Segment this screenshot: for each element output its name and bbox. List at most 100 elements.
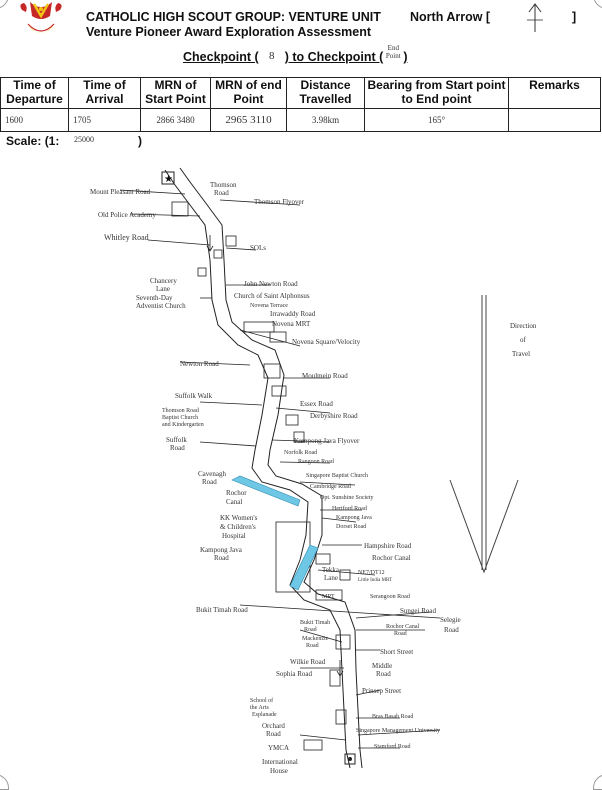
label-international-house-1: International	[262, 758, 298, 766]
checkpoint-end-line1: End	[387, 44, 399, 52]
label-singapore-baptist: Singapore Baptist Church	[306, 473, 368, 479]
label-school-of-arts-3: Esplanade	[252, 712, 277, 718]
label-novena-square: Novena Square/Velocity	[292, 338, 361, 346]
label-middle-road-2: Road	[376, 670, 391, 678]
label-rochor-canal-left-1: Rochor	[226, 489, 247, 497]
label-newton-road: Newton Road	[180, 360, 219, 368]
cell-remarks	[508, 108, 601, 132]
label-kampong-java-flyover: Kampong Java Flyover	[294, 437, 360, 445]
label-moulmein-road: Moulmein Road	[302, 372, 348, 380]
rochor-canal-lower	[289, 544, 319, 591]
start-star-icon: ★	[164, 174, 173, 185]
label-kk-hospital-1: KK Women's	[220, 514, 258, 522]
label-short-street: Short Street	[380, 648, 413, 656]
label-kampong-java-road-1: Kampong Java	[200, 546, 243, 554]
exploration-log-table: Time of Departure Time of Arrival MRN of…	[0, 77, 601, 132]
cell-bearing: 165°	[364, 108, 509, 132]
header-time-arrival: Time of Arrival	[68, 77, 141, 109]
side-roads	[119, 189, 441, 749]
label-suffolk-road-1: Suffolk	[166, 436, 187, 444]
header-mrn-start: MRN of Start Point	[140, 77, 211, 109]
route-strip-map: ★ Direction of Travel Thomson Road Mount…	[90, 167, 537, 775]
label-prinsep-street: Prinsep Street	[362, 687, 401, 695]
label-derbyshire-road: Derbyshire Road	[310, 412, 358, 420]
cell-mrn-start: 2866 3480	[140, 108, 211, 132]
label-church-st-alphonsus: Church of Saint Alphonsus	[234, 292, 310, 300]
route-arrows	[206, 235, 344, 677]
direction-label-line2: of	[520, 336, 527, 344]
table-header-row: Time of Departure Time of Arrival MRN of…	[0, 77, 601, 109]
label-thomson-baptist-2: Baptist Church	[162, 415, 198, 421]
label-irrawaddy-road: Irrawaddy Road	[270, 310, 316, 318]
label-kampong-java-rd: Kampong Java	[336, 515, 372, 521]
rochor-canal-upper	[231, 475, 301, 507]
label-john-newton-road: John Newton Road	[244, 280, 298, 288]
label-school-of-arts-1: School of	[250, 697, 273, 704]
label-thomson-flyover: Thomson Flyover	[254, 198, 305, 206]
label-mount-pleasant: Mount Pleasant Road	[90, 188, 151, 196]
label-rangoon-road: Rangoon Road	[298, 459, 334, 465]
cell-time-departure: 1600	[0, 108, 69, 132]
direction-label-line3: Travel	[512, 350, 530, 358]
label-suffolk-road-2: Road	[170, 444, 185, 452]
cell-mrn-end: 2965 3110	[210, 108, 287, 132]
label-rochor-canal-left-2: Canal	[226, 498, 242, 506]
label-selegie-road-2: Road	[444, 626, 459, 634]
label-rochor-canal-road-2: Road	[394, 631, 407, 637]
label-ymca: YMCA	[268, 744, 289, 752]
label-mackenzie-road-1: Mackenzie	[302, 636, 329, 642]
label-cavenagh-road-1: Cavenagh	[198, 470, 226, 478]
label-dorset-road: Dorset Road	[336, 524, 366, 530]
header-title: CATHOLIC HIGH SCOUT GROUP: VENTURE UNIT	[86, 10, 381, 24]
label-bukit-timah-road2-1: Bukit Timah	[300, 620, 330, 626]
label-smu: Singapore Management University	[356, 728, 440, 734]
label-seventh-day-1: Seventh-Day	[136, 294, 173, 302]
direction-label-line1: Direction	[510, 322, 537, 330]
table-row: 1600 1705 2866 3480 2965 3110 3.98km 165…	[0, 108, 601, 132]
label-ne7-dt12-2: Little India MRT	[358, 578, 392, 583]
label-sungei-road: Sungei Road	[400, 607, 436, 615]
label-thomson-baptist-1: Thomson Road	[162, 408, 199, 414]
label-cavenagh-road-2: Road	[202, 478, 217, 486]
label-rochor-canal-right: Rochor Canal	[372, 554, 411, 562]
checkpoint-suffix: )	[403, 50, 408, 64]
label-tekka-lane-1: Tekka	[322, 566, 340, 574]
end-dot-icon	[348, 757, 352, 761]
label-chancery-lane-1: Chancery	[150, 277, 177, 285]
header-distance: Distance Travelled	[286, 77, 365, 109]
label-essex-road: Essex Road	[300, 400, 333, 408]
header-bearing: Bearing from Start point to End point	[364, 77, 509, 109]
label-mackenzie-road-2: Road	[306, 643, 319, 649]
checkpoint-start: 8	[268, 50, 275, 62]
main-road	[164, 167, 363, 769]
label-wilkie-road: Wilkie Road	[290, 658, 326, 666]
header-time-departure: Time of Departure	[0, 77, 69, 109]
direction-of-travel-arrow-icon	[449, 295, 519, 574]
scout-group-logo	[20, 2, 62, 33]
label-bukit-timah-road2-2: Road	[304, 627, 317, 633]
label-suffolk-walk: Suffolk Walk	[175, 392, 213, 400]
scan-corner-tr	[593, 0, 602, 9]
header-subtitle: Venture Pioneer Award Exploration Assess…	[86, 25, 372, 39]
label-whitley-road: Whitley Road	[104, 233, 149, 242]
start-checkpoint-marker	[161, 171, 175, 185]
label-middle-road-1: Middle	[372, 662, 392, 670]
label-kk-hospital-3: Hospital	[222, 532, 246, 540]
label-old-police-academy: Old Police Academy	[98, 211, 156, 219]
label-rochor-canal-road-1: Rochor Canal	[386, 624, 419, 630]
label-thomson-road-2: Road	[214, 189, 229, 197]
label-kampong-java-road-2: Road	[214, 554, 229, 562]
label-kk-hospital-2: & Children's	[220, 523, 256, 531]
scale-close: )	[138, 134, 142, 148]
label-school-of-arts-2: the Arts	[250, 705, 269, 711]
cell-time-arrival: 1705	[68, 108, 141, 132]
label-mrt: MRT	[322, 594, 335, 600]
label-orchard-road-2: Road	[266, 730, 281, 738]
label-stamford-road: Stamford Road	[374, 743, 411, 750]
end-checkpoint-marker	[344, 753, 356, 765]
label-novena-mrt: Novena MRT	[272, 320, 311, 328]
label-opt-sunshine: Opt. Sunshine Society	[320, 495, 374, 501]
label-sophia-road: Sophia Road	[276, 670, 312, 678]
label-hertford-road: Hertford Road	[332, 505, 367, 512]
